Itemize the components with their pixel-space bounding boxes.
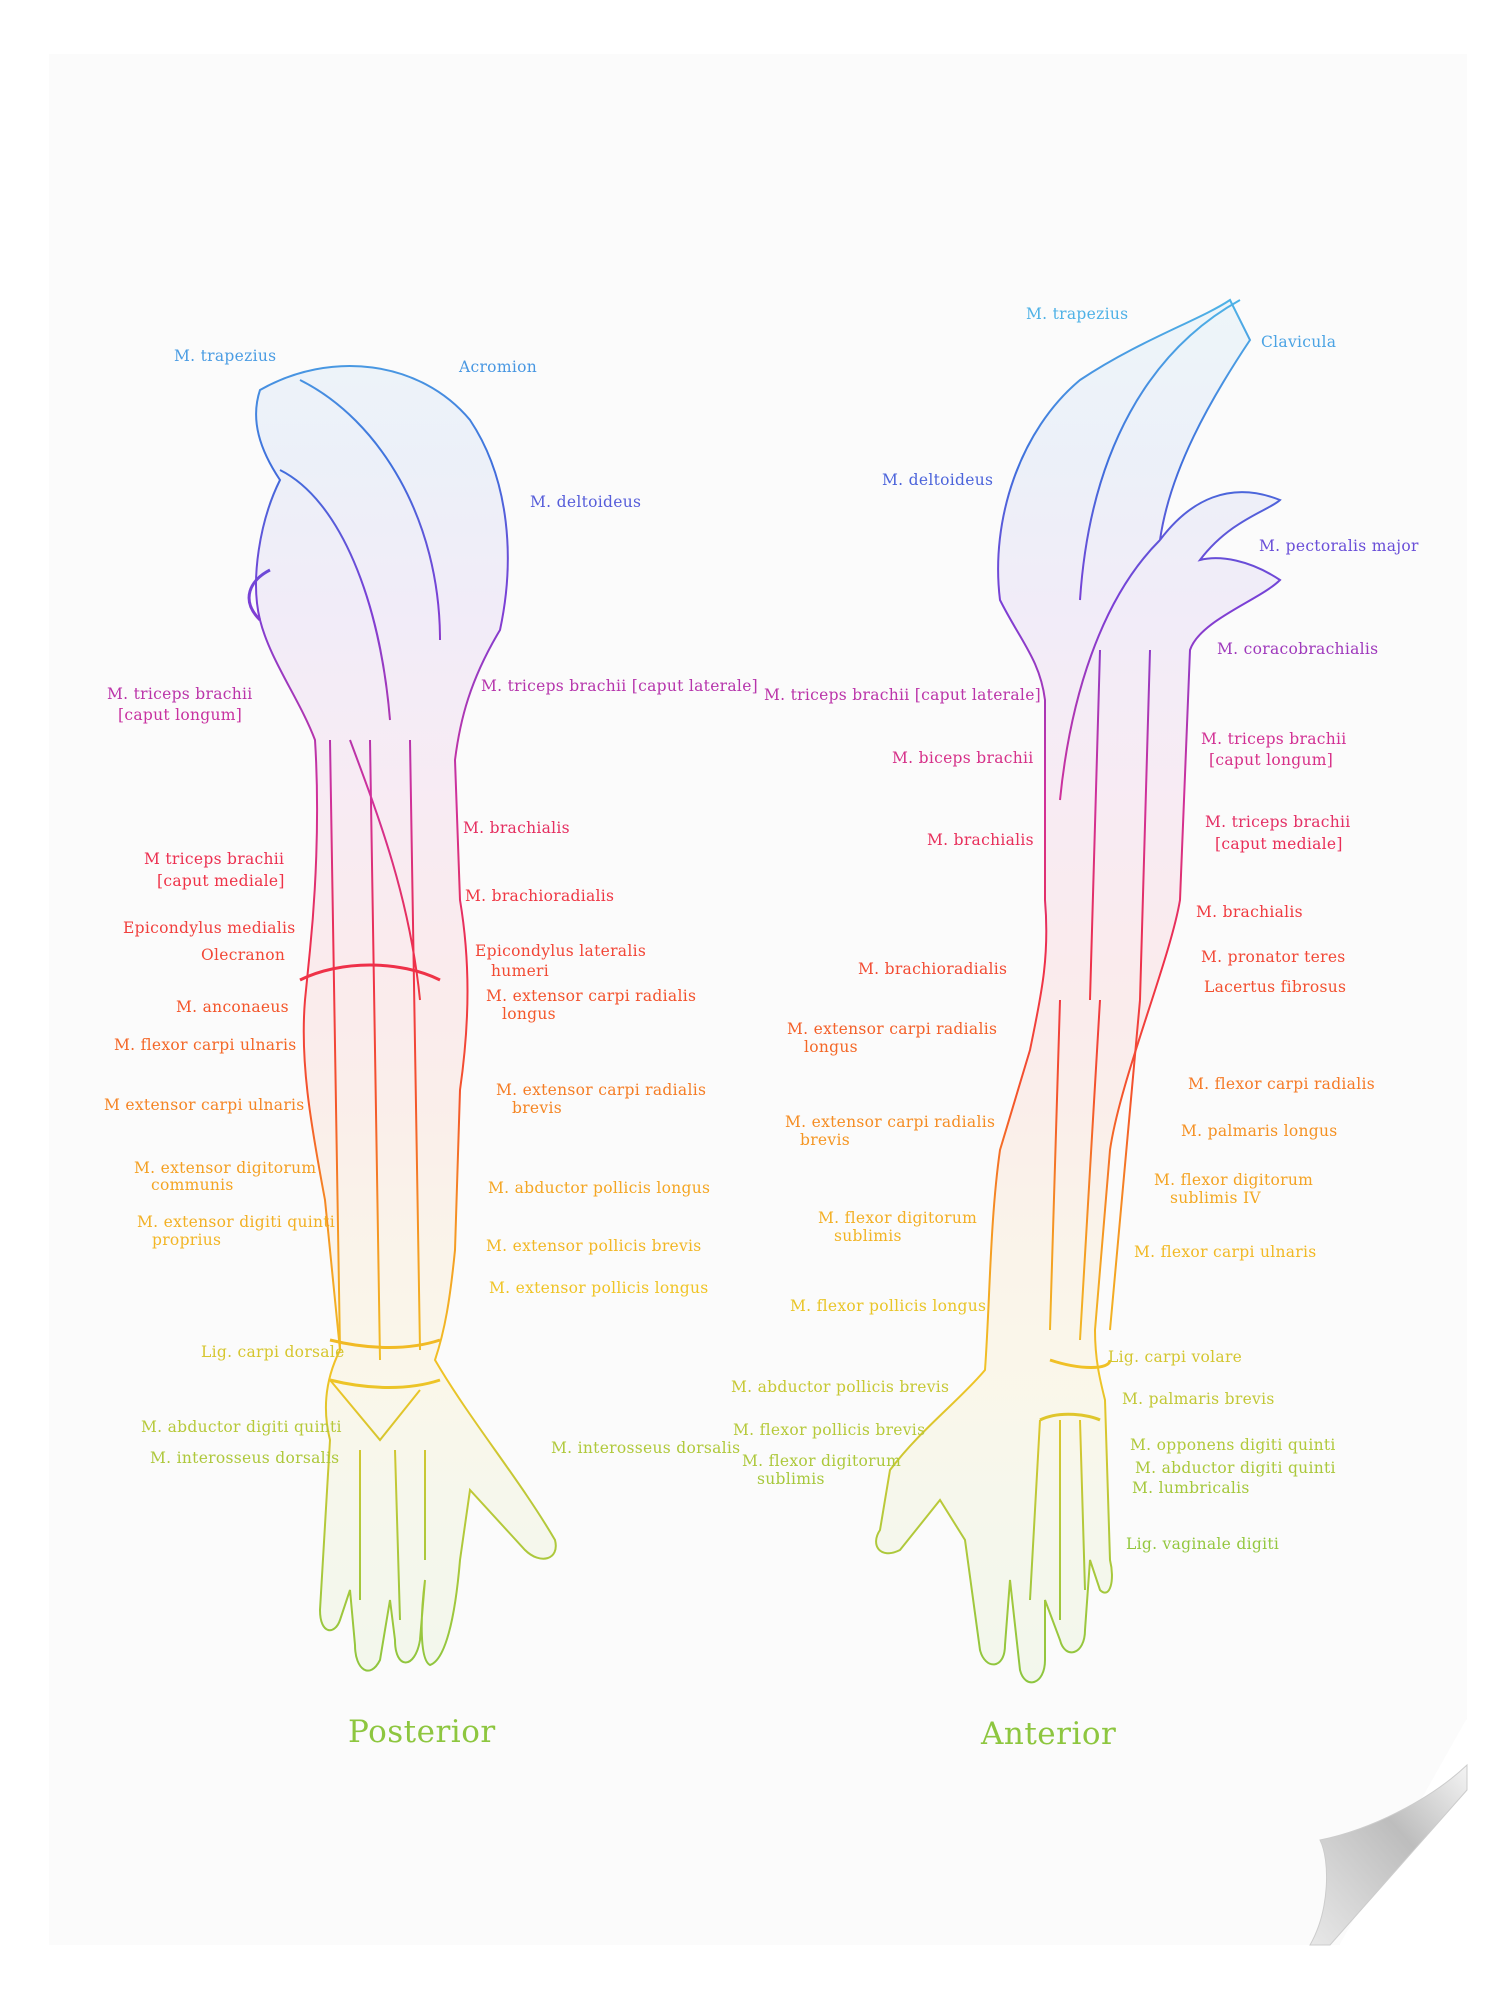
label-flex-dig-sublimis: M. flexor digitorum <box>818 1209 978 1227</box>
label-ext-carpi-rad-longus-2: longus <box>502 1005 556 1023</box>
label-triceps-laterale: M. triceps brachii [caput laterale] <box>764 686 1042 704</box>
label-palmaris-brevis: M. palmaris brevis <box>1122 1390 1275 1408</box>
label-interosseus-right: M. interosseus dorsalis <box>551 1439 741 1457</box>
anterior-arm <box>875 298 1282 1684</box>
label-abd-pollicis-longus: M. abductor pollicis longus <box>488 1179 711 1197</box>
label-opponens-digiti-quinti: M. opponens digiti quinti <box>1130 1436 1336 1454</box>
label-ext-pollicis-longus: M. extensor pollicis longus <box>489 1279 709 1297</box>
label-brachioradialis: M. brachioradialis <box>465 887 615 905</box>
label-abd-pollicis-brevis: M. abductor pollicis brevis <box>731 1378 950 1396</box>
label-lumbricalis: M. lumbricalis <box>1132 1479 1250 1497</box>
label-ext-digitorum-2: communis <box>151 1176 234 1194</box>
label-ext-digiti-quinti-2: proprius <box>152 1231 222 1249</box>
label-epicondylus-medialis: Epicondylus medialis <box>123 919 296 937</box>
label-coracobrachialis: M. coracobrachialis <box>1217 640 1379 658</box>
label-ext-carpi-ulnaris: M extensor carpi ulnaris <box>104 1096 305 1114</box>
label-triceps-laterale: M. triceps brachii [caput laterale] <box>481 677 759 695</box>
label-triceps-mediale: M. triceps brachii <box>1205 813 1351 831</box>
label-triceps-longum: M. triceps brachii <box>1201 730 1347 748</box>
label-epicondylus-lateralis: Epicondylus lateralis <box>475 942 647 960</box>
label-triceps-mediale-2: [caput mediale] <box>157 872 285 890</box>
label-lig-carpi-volare: Lig. carpi volare <box>1108 1348 1243 1366</box>
peeled-corner <box>1309 1763 1468 1946</box>
label-lig-vaginale-digiti: Lig. vaginale digiti <box>1126 1535 1280 1553</box>
label-anconaeus: M. anconaeus <box>176 998 289 1016</box>
label-flexor-carpi-radialis: M. flexor carpi radialis <box>1188 1075 1375 1093</box>
label-flex-dig-sublimis-iv-2: sublimis IV <box>1170 1189 1261 1207</box>
label-flexor-carpi-ulnaris: M. flexor carpi ulnaris <box>1134 1243 1317 1261</box>
label-ext-carpi-rad-longus: M. extensor carpi radialis <box>787 1020 998 1038</box>
label-flex-dig-sublimis-2: sublimis <box>834 1227 902 1245</box>
label-triceps-longum: M. triceps brachii <box>107 685 253 703</box>
label-palmaris-longus: M. palmaris longus <box>1181 1122 1338 1140</box>
label-acromion: Acromion <box>459 358 537 376</box>
label-olecranon: Olecranon <box>201 946 286 964</box>
label-ext-carpi-rad-longus-2: longus <box>804 1038 858 1056</box>
label-pronator-teres: M. pronator teres <box>1201 948 1346 966</box>
label-interosseus-left: M. interosseus dorsalis <box>150 1449 340 1467</box>
label-trapezius: M. trapezius <box>174 347 277 365</box>
label-flex-pollicis-brevis: M. flexor pollicis brevis <box>733 1421 926 1439</box>
label-ext-carpi-rad-brevis-2: brevis <box>800 1131 850 1149</box>
label-epicondylus-lateralis-2: humeri <box>491 962 550 980</box>
label-brachialis-right: M. brachialis <box>1196 903 1303 921</box>
label-flex-digitorum-hand-2: sublimis <box>757 1470 825 1488</box>
label-biceps-brachii: M. biceps brachii <box>892 749 1034 767</box>
label-triceps-mediale-2: [caput mediale] <box>1215 835 1343 853</box>
label-ext-digiti-quinti: M. extensor digiti quinti <box>137 1213 336 1231</box>
label-flex-pollicis-longus: M. flexor pollicis longus <box>790 1297 987 1315</box>
label-brachialis-left: M. brachialis <box>927 831 1034 849</box>
label-brachialis: M. brachialis <box>463 819 570 837</box>
label-clavicula: Clavicula <box>1261 333 1337 351</box>
label-triceps-longum-2: [caput longum] <box>118 706 243 724</box>
label-brachioradialis: M. brachioradialis <box>858 960 1008 978</box>
label-flexor-carpi-ulnaris: M. flexor carpi ulnaris <box>114 1036 297 1054</box>
label-pectoralis-major: M. pectoralis major <box>1259 537 1419 555</box>
label-ext-carpi-rad-brevis: M. extensor carpi radialis <box>496 1081 707 1099</box>
label-ext-digitorum: M. extensor digitorum <box>134 1159 317 1177</box>
label-ext-pollicis-brevis: M. extensor pollicis brevis <box>486 1237 702 1255</box>
label-flex-dig-sublimis-iv: M. flexor digitorum <box>1154 1171 1314 1189</box>
posterior-arm <box>247 365 557 1672</box>
label-triceps-mediale: M triceps brachii <box>144 850 285 868</box>
label-lig-carpi-dorsale: Lig. carpi dorsale <box>201 1343 345 1361</box>
label-ext-carpi-rad-brevis-2: brevis <box>512 1099 562 1117</box>
caption-posterior: Posterior <box>348 1714 496 1750</box>
label-abd-digiti-quinti: M. abductor digiti quinti <box>1135 1459 1336 1477</box>
label-lacertus-fibrosus: Lacertus fibrosus <box>1204 978 1347 996</box>
label-ext-carpi-rad-longus: M. extensor carpi radialis <box>486 987 697 1005</box>
label-triceps-longum-2: [caput longum] <box>1209 751 1334 769</box>
label-ext-carpi-rad-brevis: M. extensor carpi radialis <box>785 1113 996 1131</box>
label-trapezius: M. trapezius <box>1026 305 1129 323</box>
label-abd-digiti-quinti: M. abductor digiti quinti <box>141 1418 342 1436</box>
caption-anterior: Anterior <box>981 1716 1117 1752</box>
label-deltoideus: M. deltoideus <box>882 471 994 489</box>
label-flex-digitorum-hand: M. flexor digitorum <box>742 1452 902 1470</box>
label-deltoideus: M. deltoideus <box>530 493 642 511</box>
